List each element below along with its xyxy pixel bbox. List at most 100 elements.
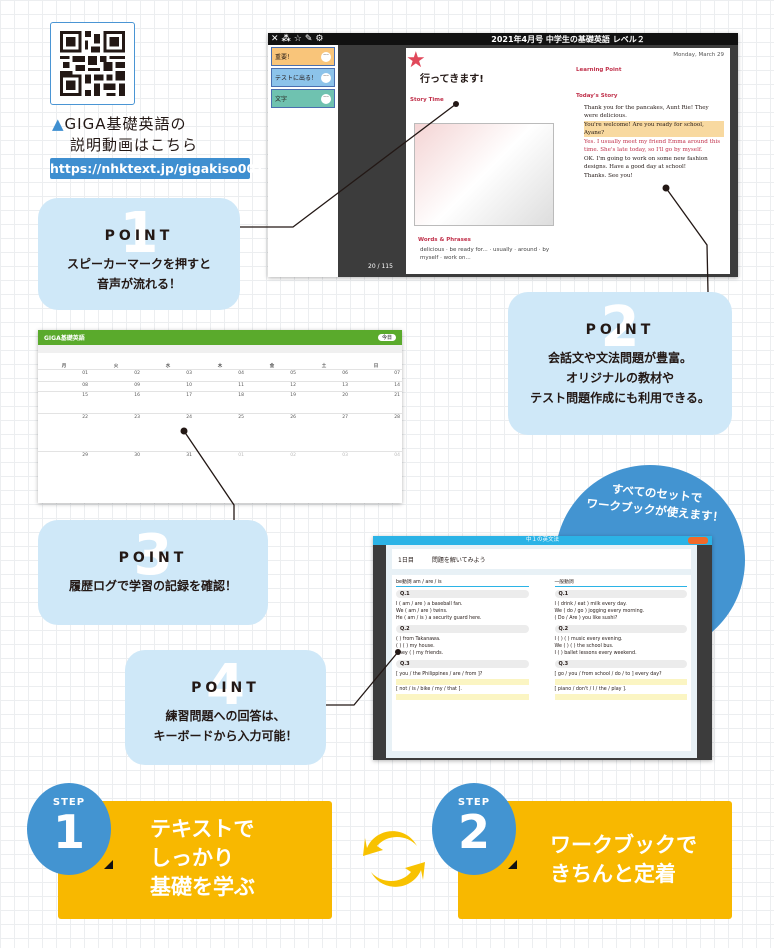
- calendar-day[interactable]: 19: [246, 391, 298, 414]
- point-label: POINT: [191, 680, 260, 696]
- calendar-day[interactable]: 03: [142, 369, 194, 382]
- corner-mark: [508, 860, 517, 869]
- workbook-task: 問題を解いてみよう: [431, 556, 486, 564]
- point-2-box: 2 POINT 会話文や文法問題が豊富。オリジナルの教材やテスト問題作成にも利用…: [508, 292, 732, 435]
- answer-input[interactable]: [396, 694, 529, 700]
- point-number: 3: [133, 523, 173, 588]
- calendar-day[interactable]: 02: [246, 451, 298, 492]
- section-story-time: Story Time: [410, 97, 444, 103]
- story-illustration: [414, 123, 554, 226]
- calendar-day[interactable]: 16: [90, 391, 142, 414]
- calendar-day[interactable]: 28: [350, 413, 402, 452]
- calendar-day[interactable]: 07: [350, 369, 402, 382]
- calendar-day[interactable]: 25: [194, 413, 246, 452]
- bookmark-item[interactable]: 文字···: [271, 89, 335, 108]
- point-label: POINT: [118, 550, 188, 566]
- point-desc: 履歴ログで学習の記録を確認！: [68, 579, 237, 593]
- qr-caption: ▲GIGA基礎英語の 説明動画はこちら: [52, 114, 198, 156]
- word-list: delicious · be ready for... · usually · …: [420, 247, 550, 261]
- calendar-day[interactable]: 30: [90, 451, 142, 492]
- corner-mark: [104, 860, 113, 869]
- page-counter: 20 / 115: [368, 263, 393, 270]
- point-number: 1: [119, 201, 159, 266]
- point-number: 4: [206, 653, 245, 718]
- workbook-screenshot: 中１の英文法 1日目 問題を解いてみよう be動詞 am / are / is Q…: [373, 536, 712, 760]
- calendar-day[interactable]: 04: [194, 369, 246, 382]
- point-1-box: 1 POINT スピーカーマークを押すと音声が流れる！: [38, 198, 240, 310]
- calendar-day[interactable]: 20: [298, 391, 350, 414]
- section-learning-point: Learning Point: [576, 67, 622, 73]
- calendar-day[interactable]: 11: [194, 381, 246, 392]
- answer-input[interactable]: [396, 679, 529, 685]
- textbook-viewer-screenshot: ✕⁂☆✎⚙ 2021年4月号 中学生の基礎英語 レベル２ 重要！··· テストに…: [268, 33, 738, 277]
- calendar-day[interactable]: 09: [90, 381, 142, 392]
- answer-input[interactable]: [554, 679, 687, 685]
- viewer-sidebar: 重要！··· テストに出る！··· 文字···: [268, 45, 338, 277]
- workbook-right-column: 一般動詞 Q.1 I ( drink / eat ) milk every da…: [554, 579, 687, 747]
- calendar-day[interactable]: 18: [194, 391, 246, 414]
- calendar-day[interactable]: 17: [142, 391, 194, 414]
- section-words: Words & Phrases: [418, 237, 471, 243]
- calendar-day[interactable]: 26: [246, 413, 298, 452]
- calendar-day[interactable]: 02: [90, 369, 142, 382]
- dialogue: Thank you for the pancakes, Aunt Rie! Th…: [584, 104, 724, 180]
- point-label: POINT: [585, 322, 655, 338]
- calendar-day[interactable]: 03: [298, 451, 350, 492]
- qr-code[interactable]: [50, 22, 135, 105]
- today-button[interactable]: 今日: [377, 334, 396, 341]
- workbook-day: 1日目: [398, 556, 414, 564]
- textbook-page: ★ Monday, March 29 行ってきます! Story Time Wo…: [406, 48, 730, 274]
- bookmark-item[interactable]: 重要！···: [271, 47, 335, 66]
- triangle-icon: ▲: [52, 115, 65, 133]
- url-link[interactable]: https://nhktext.jp/gigakiso001: [50, 158, 264, 179]
- bookmark-item[interactable]: テストに出る！···: [271, 68, 335, 87]
- lesson-title: 行ってきます!: [420, 74, 484, 85]
- calendar-day[interactable]: 05: [246, 369, 298, 382]
- section-todays-story: Today's Story: [576, 93, 618, 99]
- cycle-arrows-icon: [363, 831, 425, 887]
- star-icon: ★: [406, 48, 426, 73]
- calendar-day[interactable]: 15: [38, 391, 90, 414]
- point-3-box: 3 POINT 履歴ログで学習の記録を確認！: [38, 520, 268, 625]
- caption-line-2: 説明動画はこちら: [70, 136, 199, 154]
- calendar-day[interactable]: 04: [350, 451, 402, 492]
- calendar-day[interactable]: 06: [298, 369, 350, 382]
- point-desc: 練習問題への回答は、キーボードから入力可能！: [153, 709, 298, 743]
- point-number: 2: [600, 295, 640, 360]
- calendar-day[interactable]: 10: [142, 381, 194, 392]
- calendar-day[interactable]: 29: [38, 451, 90, 492]
- calendar-day[interactable]: 08: [38, 381, 90, 392]
- page-date: Monday, March 29: [673, 52, 724, 58]
- point-desc: スピーカーマークを押すと音声が流れる！: [66, 257, 211, 291]
- calendar-day[interactable]: 23: [90, 413, 142, 452]
- viewer-toolbar: ✕⁂☆✎⚙ 2021年4月号 中学生の基礎英語 レベル２: [268, 33, 738, 45]
- viewer-title: 2021年4月号 中学生の基礎英語 レベル２: [491, 34, 645, 44]
- point-desc: 会話文や文法問題が豊富。オリジナルの教材やテスト問題作成にも利用できる。: [530, 351, 710, 405]
- calendar-day[interactable]: 22: [38, 413, 90, 452]
- calendar-day[interactable]: 13: [298, 381, 350, 392]
- answer-input[interactable]: [554, 694, 687, 700]
- calendar-header: GIGA基礎英語今日: [38, 330, 402, 345]
- point-label: POINT: [104, 228, 174, 244]
- calendar-day[interactable]: 31: [142, 451, 194, 492]
- calendar-day[interactable]: 01: [38, 369, 90, 382]
- point-4-box: 4 POINT 練習問題への回答は、キーボードから入力可能！: [125, 650, 326, 765]
- calendar-day[interactable]: 14: [350, 381, 402, 392]
- workbook-left-column: be動詞 am / are / is Q.1 I ( am / are ) a …: [396, 579, 529, 747]
- workbook-titlebar: 中１の英文法: [373, 536, 712, 545]
- step-2-text: ワークブックできちんと定着: [550, 833, 697, 886]
- calendar-day[interactable]: 12: [246, 381, 298, 392]
- calendar-day[interactable]: 27: [298, 413, 350, 452]
- toolbar-icons[interactable]: ✕⁂☆✎⚙: [271, 34, 327, 44]
- calendar-day[interactable]: 21: [350, 391, 402, 414]
